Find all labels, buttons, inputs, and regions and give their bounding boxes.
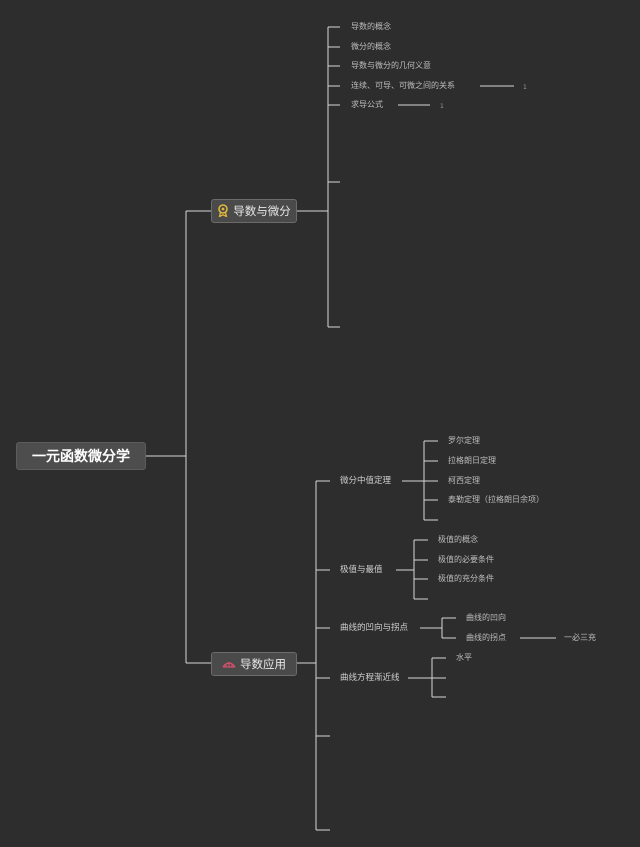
topic-geometric-meaning[interactable]: 导数与微分的几何义意 (351, 61, 431, 70)
topic-mean-value-theorem[interactable]: 微分中值定理 (340, 476, 392, 486)
topic-derivative-concept[interactable]: 导数的概念 (351, 22, 391, 31)
topic-extremum-necessary[interactable]: 极值的必要条件 (438, 555, 494, 564)
topic-concavity[interactable]: 曲线的凹向与拐点 (340, 623, 409, 633)
topic-derivative-formulas[interactable]: 求导公式 (351, 100, 383, 109)
topic-continuity-relation[interactable]: 连续、可导、可微之间的关系 (351, 81, 455, 90)
branch-node-derivative[interactable]: 导数与微分 (211, 199, 297, 223)
branch-label-application: 导数应用 (240, 657, 286, 671)
topic-concavity-direction[interactable]: 曲线的凹向 (466, 613, 506, 622)
topic-extremum[interactable]: 极值与最值 (340, 565, 383, 575)
topic-taylor[interactable]: 泰勒定理（拉格朗日余项） (448, 495, 544, 504)
branch-node-application[interactable]: 导数应用 (211, 652, 297, 676)
topic-rolle[interactable]: 罗尔定理 (448, 436, 480, 445)
branch-label-derivative: 导数与微分 (233, 204, 291, 218)
topic-horizontal-asymptote[interactable]: 水平 (456, 653, 472, 662)
topic-inflection-conditions[interactable]: 一必三充 (564, 633, 596, 642)
root-node[interactable]: 一元函数微分学 (16, 442, 146, 470)
award-icon (217, 203, 229, 219)
topic-continuity-child[interactable]: 1 (523, 84, 527, 91)
topic-cauchy[interactable]: 柯西定理 (448, 476, 480, 485)
topic-extremum-sufficient[interactable]: 极值的充分条件 (438, 574, 494, 583)
topic-formula-child[interactable]: 1 (440, 103, 444, 110)
topic-inflection-point[interactable]: 曲线的拐点 (466, 633, 506, 642)
topic-differential-concept[interactable]: 微分的概念 (351, 42, 391, 51)
topic-lagrange[interactable]: 拉格朗日定理 (448, 456, 496, 465)
root-label: 一元函数微分学 (32, 449, 130, 465)
bridge-icon (222, 658, 236, 671)
topic-asymptote[interactable]: 曲线方程渐近线 (340, 673, 400, 683)
topic-extremum-concept[interactable]: 极值的概念 (438, 535, 478, 544)
